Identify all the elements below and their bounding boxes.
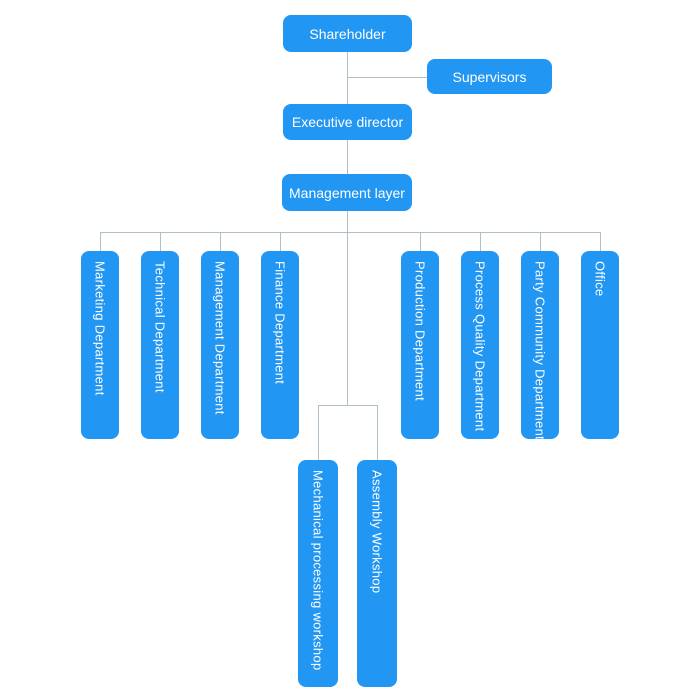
node-supervisors[interactable]: Supervisors — [427, 59, 552, 94]
node-finance-department[interactable]: Finance Department — [261, 251, 299, 439]
connector-stub-mechanical-workshop — [318, 405, 319, 460]
connector-stub-marketing — [100, 232, 101, 251]
node-technical-department-label: Technical Department — [152, 261, 168, 393]
node-marketing-department-label: Marketing Department — [92, 261, 108, 396]
connector-executive-management — [347, 140, 348, 174]
node-office-label: Office — [592, 261, 608, 297]
connector-shareholder-executive — [347, 52, 348, 104]
node-supervisors-label: Supervisors — [452, 68, 527, 85]
connector-departments-rail — [100, 232, 600, 233]
node-management-layer[interactable]: Management layer — [282, 174, 412, 211]
node-party-community-department[interactable]: Party Community Department — [521, 251, 559, 441]
connector-stub-technical — [160, 232, 161, 251]
connector-supervisors-branch — [347, 77, 427, 78]
node-marketing-department[interactable]: Marketing Department — [81, 251, 119, 439]
node-assembly-workshop-label: Assembly Workshop — [369, 470, 385, 594]
node-technical-department[interactable]: Technical Department — [141, 251, 179, 439]
node-assembly-workshop[interactable]: Assembly Workshop — [357, 460, 397, 687]
node-executive-director[interactable]: Executive director — [283, 104, 412, 140]
node-shareholder[interactable]: Shareholder — [283, 15, 412, 52]
node-party-community-department-label: Party Community Department — [532, 261, 548, 441]
node-process-quality-department-label: Process Quality Department — [472, 261, 488, 432]
node-management-department-label: Management Department — [212, 261, 228, 415]
node-management-layer-label: Management layer — [289, 184, 405, 201]
node-office[interactable]: Office — [581, 251, 619, 439]
node-finance-department-label: Finance Department — [272, 261, 288, 385]
connector-management-trunk — [347, 211, 348, 405]
connector-stub-production — [420, 232, 421, 251]
node-production-department[interactable]: Production Department — [401, 251, 439, 439]
connector-stub-finance — [280, 232, 281, 251]
connector-stub-assembly-workshop — [377, 405, 378, 460]
node-mechanical-processing-workshop[interactable]: Mechanical processing workshop — [298, 460, 338, 687]
connector-workshops-rail — [318, 405, 377, 406]
connector-stub-office — [600, 232, 601, 251]
node-management-department[interactable]: Management Department — [201, 251, 239, 439]
node-production-department-label: Production Department — [412, 261, 428, 401]
node-process-quality-department[interactable]: Process Quality Department — [461, 251, 499, 439]
node-executive-director-label: Executive director — [291, 114, 404, 130]
node-shareholder-label: Shareholder — [309, 25, 386, 42]
connector-stub-management-dept — [220, 232, 221, 251]
connector-stub-party-community — [540, 232, 541, 251]
node-mechanical-processing-workshop-label: Mechanical processing workshop — [310, 470, 326, 671]
connector-stub-process-quality — [480, 232, 481, 251]
